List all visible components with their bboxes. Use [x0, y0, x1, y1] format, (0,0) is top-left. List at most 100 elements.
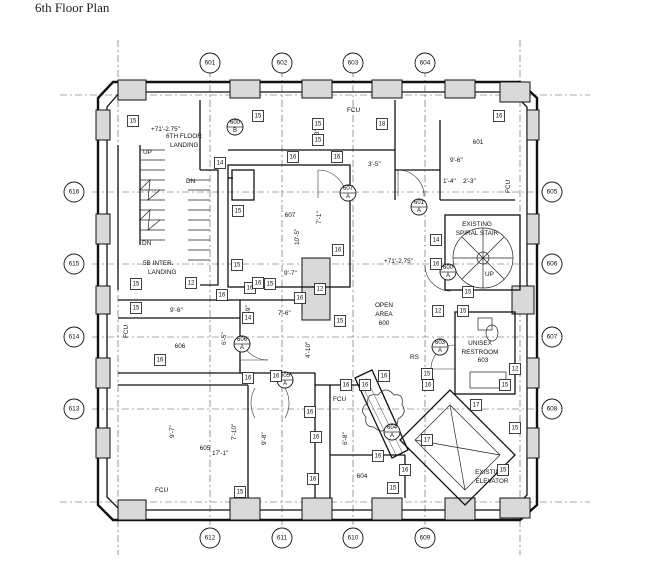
partition-tag: 16: [304, 406, 316, 418]
fcu-label-bottom: FCU: [155, 487, 169, 494]
partition-tag-label: 16: [219, 293, 226, 299]
partition-tag: 12: [432, 305, 444, 317]
partition-tag: 16: [372, 450, 384, 462]
partition-tag: 16: [242, 372, 254, 384]
dimension-notes: 4'-3" 3'-5" 9'-6" 1'-4" 2'-3" 10'-5" 7'-…: [169, 129, 476, 457]
grid-label-610: 610: [348, 535, 359, 542]
partition-tag: 12: [185, 277, 197, 289]
partition-tag-label: 15: [133, 282, 140, 288]
dim-8: 9'-7": [284, 270, 297, 277]
partition-tag: 17: [470, 399, 482, 411]
partition-tag-label: 15: [133, 306, 140, 312]
partition-tag: 16: [294, 292, 306, 304]
partition-tag-label: 15: [465, 290, 472, 296]
partition-tag: 16: [332, 244, 344, 256]
open-area-label-3: 600: [379, 320, 390, 327]
elevator-label-2: ELEVATOR: [475, 478, 508, 485]
spiral-up-label: UP: [485, 271, 494, 278]
partition-tag-label: 18: [379, 122, 386, 128]
door-tag-600b-type: A: [446, 273, 450, 279]
partition-tag-label: 16: [425, 383, 432, 389]
partition-tag: 16: [430, 258, 442, 270]
door-tag-603-type: A: [438, 348, 442, 354]
spiral-stair-label-2: SPIRAL STAIR: [456, 230, 499, 237]
partition-tag: 15: [252, 110, 264, 122]
grid-label-604: 604: [420, 60, 431, 67]
partition-tag: 15: [509, 422, 521, 434]
partition-tag-label: 15: [315, 122, 322, 128]
partition-tag-label: 16: [255, 281, 262, 287]
partition-tag-label: 14: [245, 316, 252, 322]
partition-tag: 15: [127, 115, 139, 127]
partition-tag: 16: [378, 370, 390, 382]
room-604-label: 604: [357, 473, 368, 480]
partition-tag-label: 16: [297, 296, 304, 302]
partition-tag-label: 15: [512, 426, 519, 432]
partition-tag: 16: [422, 379, 434, 391]
door-tag-600-type: B: [233, 128, 237, 134]
door-tag-607: 607: [343, 186, 354, 192]
landing-6th-label-1: 6TH FLOOR: [166, 133, 202, 140]
grid-bubbles: 601 602 603 604 612 611 610 609 616 615 …: [63, 52, 563, 549]
grid-label-605: 605: [547, 189, 558, 196]
partition-tag: 12: [314, 283, 326, 295]
dim-17: 6'-8": [342, 432, 349, 445]
grid-label-606: 606: [547, 261, 558, 268]
grid-label-614: 614: [69, 334, 80, 341]
fcu-label-middle: FCU: [333, 396, 347, 403]
partition-tag: 15: [234, 486, 246, 498]
partition-tag: 14: [242, 312, 254, 324]
dim-13: 4'-10": [305, 342, 312, 358]
partition-tag-label: 12: [435, 309, 442, 315]
partition-tag: 16: [340, 379, 352, 391]
door-tags: 600 B 607 A 601 A 600 A 606 A 605 A 604 …: [226, 118, 457, 441]
stair-treads: [139, 149, 210, 261]
grid-label-601: 601: [205, 60, 216, 67]
partition-tag: 16: [287, 151, 299, 163]
grid-label-615: 615: [69, 261, 80, 268]
partition-tag-label: 16: [381, 374, 388, 380]
fcu-label-right: FCU: [505, 179, 512, 193]
partition-tag: 15: [312, 118, 324, 130]
elevation-open-area: +71'-2.75": [384, 258, 413, 265]
dim-9: 7'-6": [278, 310, 291, 317]
dim-2: 3'-5": [368, 161, 381, 168]
partition-tag: 18: [376, 118, 388, 130]
partition-tag-label: 12: [512, 367, 519, 373]
room-601-label: 601: [473, 139, 484, 146]
stair-dn-label-2: DN: [142, 240, 152, 247]
partition-tag: 15: [312, 134, 324, 146]
room-labels: 601 607 606 605 604 603 OPEN AREA 600 UN…: [123, 107, 512, 494]
landing-5b-label-1: 5B INTER.: [143, 260, 174, 267]
partition-tag: 16: [359, 379, 371, 391]
partition-tag-label: 15: [337, 319, 344, 325]
door-tag-603: 603: [435, 340, 446, 346]
grid-label-608: 608: [547, 406, 558, 413]
partition-tag-label: 16: [247, 286, 254, 292]
room-606-label: 606: [175, 343, 186, 350]
page-title: 6th Floor Plan: [35, 0, 110, 15]
partition-tag-label: 15: [235, 209, 242, 215]
room-605-label: 605: [200, 445, 211, 452]
stair-up-label: UP: [143, 149, 152, 156]
grid-label-616: 616: [69, 189, 80, 196]
partition-tag-label: 16: [402, 468, 409, 474]
dim-15: 7'-10": [231, 424, 238, 440]
partition-tag-label: 16: [245, 376, 252, 382]
partition-tag-label: 16: [157, 358, 164, 364]
partition-tag-label: 15: [255, 114, 262, 120]
partition-tag: 15: [232, 205, 244, 217]
door-tag-605: 605: [280, 373, 291, 379]
partition-tag-label: 17: [424, 438, 431, 444]
dim-6: 10'-5": [294, 229, 301, 245]
partition-tag: 15: [387, 482, 399, 494]
door-tag-600: 600: [230, 120, 241, 126]
fcu-label-left: FCU: [123, 324, 130, 338]
door-tag-601-type: A: [417, 208, 421, 214]
partition-tag: 15: [264, 278, 276, 290]
stair-dn-label-1: DN: [186, 178, 196, 185]
grid-label-612: 612: [205, 535, 216, 542]
partition-tag-label: 15: [424, 372, 431, 378]
partition-tag: 15: [462, 286, 474, 298]
